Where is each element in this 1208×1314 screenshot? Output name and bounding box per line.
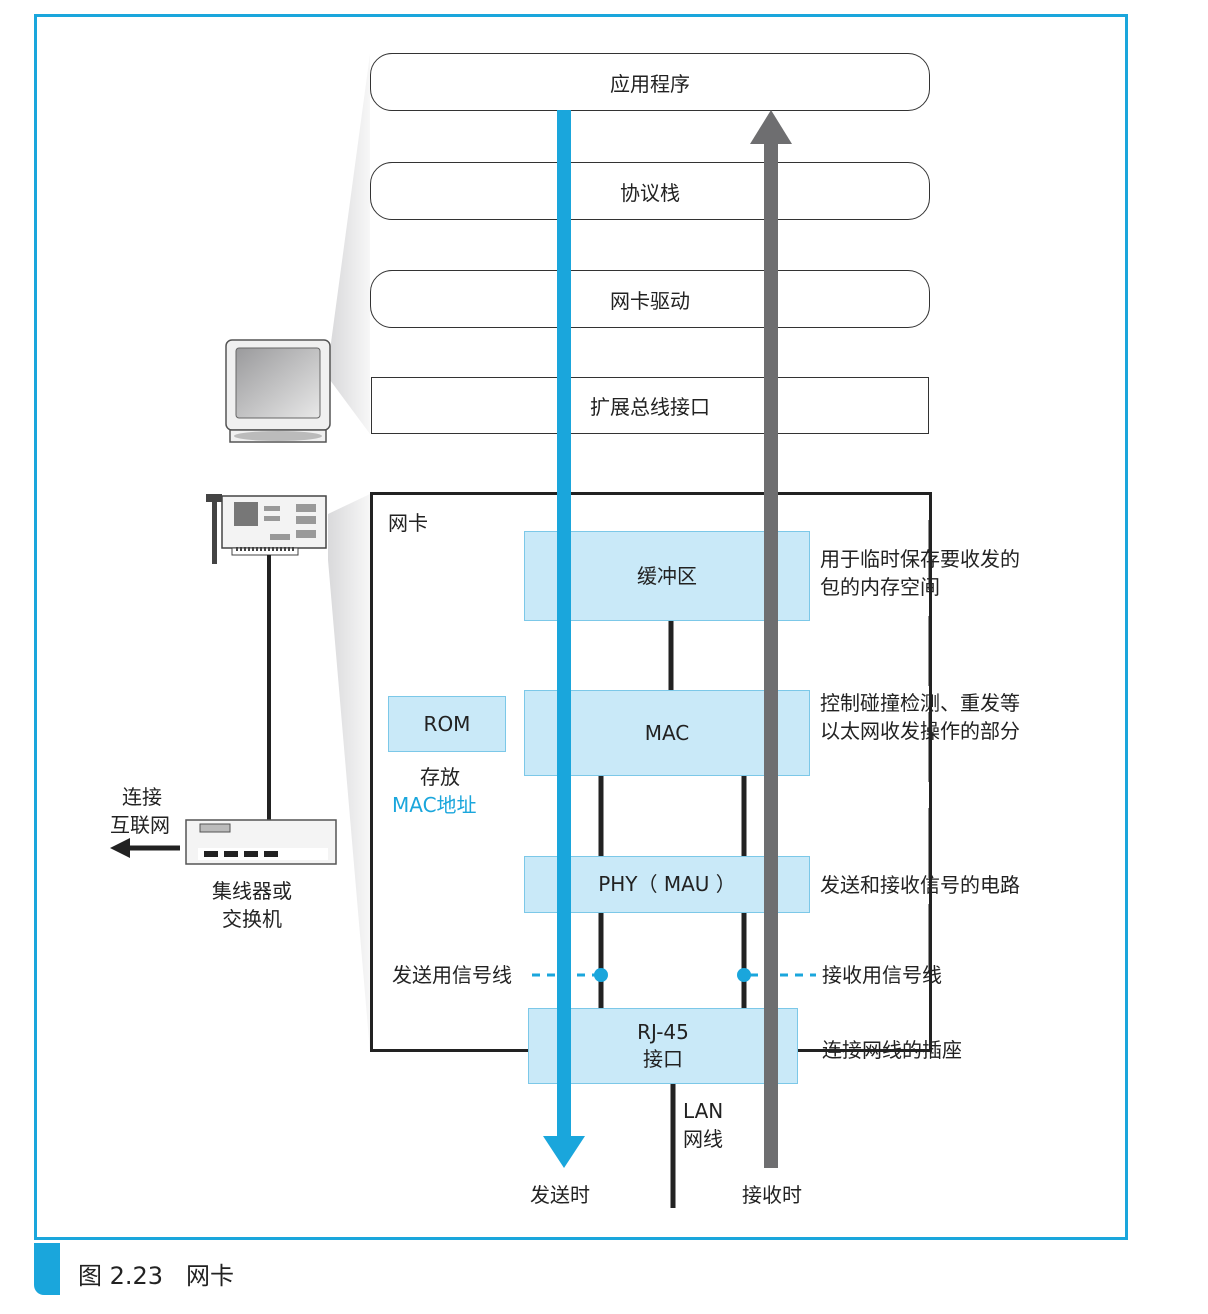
layer-expansion-bus-label: 扩展总线接口	[590, 395, 710, 419]
caption-title: 网卡	[185, 1262, 234, 1290]
nic-title: 网卡	[388, 511, 428, 535]
internet-label-line1: 连接	[122, 785, 162, 809]
hub-switch-icon	[185, 819, 337, 865]
caption-number: 图 2.23	[78, 1262, 164, 1290]
lan-label-line2: 网线	[683, 1127, 723, 1151]
recv-time-label: 接收时	[742, 1183, 802, 1207]
internet-label-line2: 互联网	[110, 813, 170, 837]
mac-label: MAC	[644, 720, 690, 745]
send-time-label: 发送时	[530, 1183, 590, 1207]
phy-label: PHY（ MAU ）	[598, 872, 736, 896]
mac-block: MAC	[524, 690, 810, 776]
caption-accent-bar	[34, 1243, 60, 1295]
lan-label-line1: LAN	[683, 1099, 724, 1123]
mac-desc-line2: 以太网收发操作的部分	[820, 719, 1020, 743]
rom-store-label: 存放	[420, 765, 460, 789]
computer-zoom-wedge	[330, 54, 370, 434]
recv-signal-label: 接收用信号线	[822, 963, 942, 987]
phy-desc: 发送和接收信号的电路	[820, 873, 1020, 897]
nic-zoom-wedge	[328, 494, 370, 1052]
buffer-label: 缓冲区	[637, 563, 697, 588]
mac-desc-line1: 控制碰撞检测、重发等	[820, 691, 1020, 715]
receive-arrow-icon	[750, 110, 792, 1168]
buffer-desc-line1: 用于临时保存要收发的	[820, 547, 1020, 571]
computer-icon	[225, 339, 331, 443]
buffer-block: 缓冲区	[524, 531, 810, 621]
figure-caption: 图 2.23 网卡	[78, 1256, 234, 1291]
phy-block: PHY（ MAU ）	[524, 856, 810, 913]
rom-block: ROM	[388, 696, 506, 752]
layer-nic-driver-label: 网卡驱动	[610, 288, 690, 313]
rj45-label-line2: 接口	[643, 1047, 683, 1071]
layer-application: 应用程序	[370, 53, 930, 111]
hub-label-line1: 集线器或	[212, 879, 292, 903]
send-signal-label: 发送用信号线	[392, 963, 512, 987]
layer-nic-driver: 网卡驱动	[370, 270, 930, 328]
rom-mac-address-label: MAC地址	[392, 793, 477, 817]
nic-card-icon	[206, 494, 327, 564]
layer-application-label: 应用程序	[610, 71, 690, 96]
rom-label: ROM	[423, 711, 471, 736]
buffer-desc-line2: 包的内存空间	[820, 575, 940, 599]
send-arrow-icon	[543, 110, 585, 1168]
socket-desc: 连接网线的插座	[822, 1038, 962, 1062]
internet-arrow-icon	[110, 838, 180, 858]
layer-protocol-stack-label: 协议栈	[620, 180, 680, 205]
layer-protocol-stack: 协议栈	[370, 162, 930, 220]
rj45-label-line1: RJ-45	[637, 1020, 689, 1044]
rj45-block: RJ-45 接口	[528, 1008, 798, 1084]
layer-expansion-bus: 扩展总线接口	[371, 377, 929, 434]
hub-label-line2: 交换机	[222, 907, 282, 931]
